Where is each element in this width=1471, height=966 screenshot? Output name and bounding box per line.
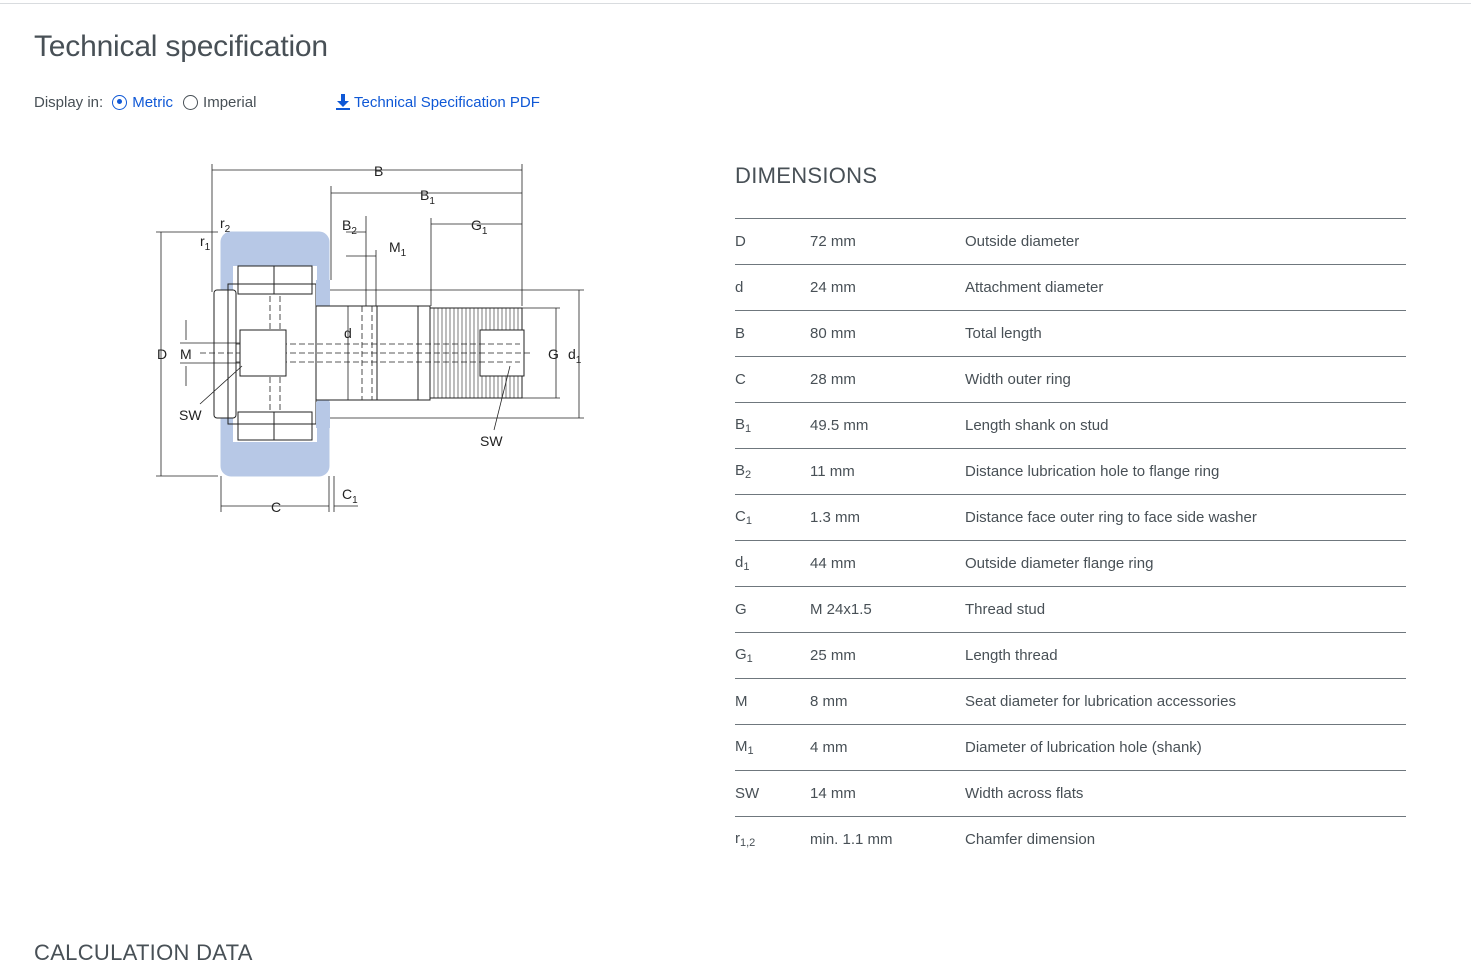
table-row: r1,2 min. 1.1 mm Chamfer dimension [735, 816, 1406, 863]
dim-label-B: B [374, 163, 383, 179]
dimension-description: Width across flats [965, 785, 1084, 802]
display-in-label: Display in: [34, 93, 104, 111]
calculation-data-heading: CALCULATION DATA [34, 940, 253, 965]
table-row: G M 24x1.5 Thread stud [735, 586, 1406, 633]
dimensions-table: D 72 mm Outside diameter d 24 mm Attachment d… [735, 218, 1406, 863]
dimension-value: 4 mm [810, 739, 848, 756]
dimension-symbol: r1,2 [735, 830, 756, 850]
dimension-value: 1.3 mm [810, 509, 861, 526]
dimension-symbol: B [735, 325, 746, 342]
dim-label-C1: C1 [342, 486, 358, 506]
dimension-description: Diameter of lubrication hole (shank) [965, 739, 1202, 756]
dimension-value: 72 mm [810, 233, 856, 250]
dimension-value: 44 mm [810, 555, 856, 572]
dimension-value: 14 mm [810, 785, 856, 802]
dimension-symbol: G1 [735, 646, 753, 665]
technical-specification-pdf-link[interactable]: Technical Specification PDF [334, 91, 540, 113]
dimension-symbol: C1 [735, 508, 752, 527]
dimension-description: Attachment diameter [965, 279, 1104, 296]
table-row: SW 14 mm Width across flats [735, 770, 1406, 817]
dimension-symbol: D [735, 233, 746, 250]
radio-unselected-icon[interactable] [183, 94, 199, 110]
dim-label-r1: r1 [200, 233, 211, 253]
dim-label-C: C [271, 499, 281, 515]
metric-label[interactable]: Metric [132, 93, 174, 111]
cam-follower-drawing: B B1 G1 r2 r1 B2 M1 d D M G d1 SW SW C C… [156, 163, 584, 515]
table-row: M 8 mm Seat diameter for lubrication acces… [735, 678, 1406, 725]
dimension-symbol: SW [735, 785, 760, 802]
pdf-link-label[interactable]: Technical Specification PDF [354, 93, 540, 111]
dimension-description: Outside diameter [965, 233, 1080, 250]
dimension-symbol: B1 [735, 416, 752, 435]
radio-selected-icon[interactable] [112, 94, 128, 110]
dim-label-SW-right: SW [480, 433, 503, 449]
page-title: Technical specification [34, 30, 328, 63]
dimension-description: Length shank on stud [965, 417, 1109, 434]
dimension-description: Seat diameter for lubrication accessorie… [965, 693, 1236, 710]
table-row: D 72 mm Outside diameter [735, 218, 1406, 265]
dimension-value: 28 mm [810, 371, 856, 388]
table-row: C 28 mm Width outer ring [735, 356, 1406, 403]
dimension-value: 49.5 mm [810, 417, 869, 434]
dimension-value: 80 mm [810, 325, 856, 342]
dimension-description: Distance face outer ring to face side wa… [965, 509, 1257, 526]
dimension-description: Chamfer dimension [965, 831, 1096, 849]
dimension-symbol: B2 [735, 462, 752, 481]
dimension-value: M 24x1.5 [810, 601, 872, 618]
dimension-symbol: G [735, 601, 747, 618]
table-row: M1 4 mm Diameter of lubrication hole (shan… [735, 724, 1406, 771]
dimension-value: min. 1.1 mm [810, 831, 893, 849]
dimension-value: 25 mm [810, 647, 856, 664]
dimension-value: 11 mm [810, 463, 855, 480]
download-icon [336, 94, 350, 110]
table-row: d 24 mm Attachment diameter [735, 264, 1406, 311]
unit-selector: Display in: Metric Imperial [34, 91, 266, 113]
dim-label-D: D [157, 346, 167, 362]
dimensions-heading: DIMENSIONS [735, 163, 878, 188]
table-row: B 80 mm Total length [735, 310, 1406, 357]
table-row: C1 1.3 mm Distance face outer ring to face… [735, 494, 1406, 541]
dimension-description: Distance lubrication hole to flange ring [965, 463, 1220, 480]
dimension-description: Thread stud [965, 601, 1046, 618]
dimension-symbol: M1 [735, 738, 754, 757]
dimension-description: Total length [965, 325, 1042, 342]
table-row: G1 25 mm Length thread [735, 632, 1406, 679]
dim-label-B2: B2 [342, 217, 357, 237]
dim-label-d: d [344, 325, 352, 341]
dimension-description: Outside diameter flange ring [965, 555, 1154, 572]
imperial-radio[interactable]: Imperial [183, 94, 256, 111]
dimension-value: 24 mm [810, 279, 856, 296]
dimension-description: Width outer ring [965, 371, 1071, 388]
dim-label-M1: M1 [389, 239, 407, 259]
metric-radio[interactable]: Metric [112, 94, 173, 111]
dim-label-G: G [548, 346, 559, 362]
imperial-label[interactable]: Imperial [203, 93, 257, 111]
dimension-symbol: M [735, 693, 748, 710]
dim-label-r2: r2 [220, 215, 231, 235]
dim-label-SW-left: SW [179, 407, 202, 423]
top-divider [0, 3, 1471, 4]
dimension-symbol: d1 [735, 554, 750, 573]
dimension-symbol: C [735, 371, 746, 388]
dimension-symbol: d [735, 279, 744, 296]
table-row: B1 49.5 mm Length shank on stud [735, 402, 1406, 449]
dimension-value: 8 mm [810, 693, 848, 710]
table-row: B2 11 mm Distance lubrication hole to flan… [735, 448, 1406, 495]
table-row: d1 44 mm Outside diameter flange ring [735, 540, 1406, 587]
dim-label-M: M [180, 346, 192, 362]
dim-label-B1: B1 [420, 187, 435, 207]
dimension-description: Length thread [965, 647, 1058, 664]
dim-label-d1: d1 [568, 346, 582, 366]
dim-label-G1: G1 [471, 217, 488, 237]
